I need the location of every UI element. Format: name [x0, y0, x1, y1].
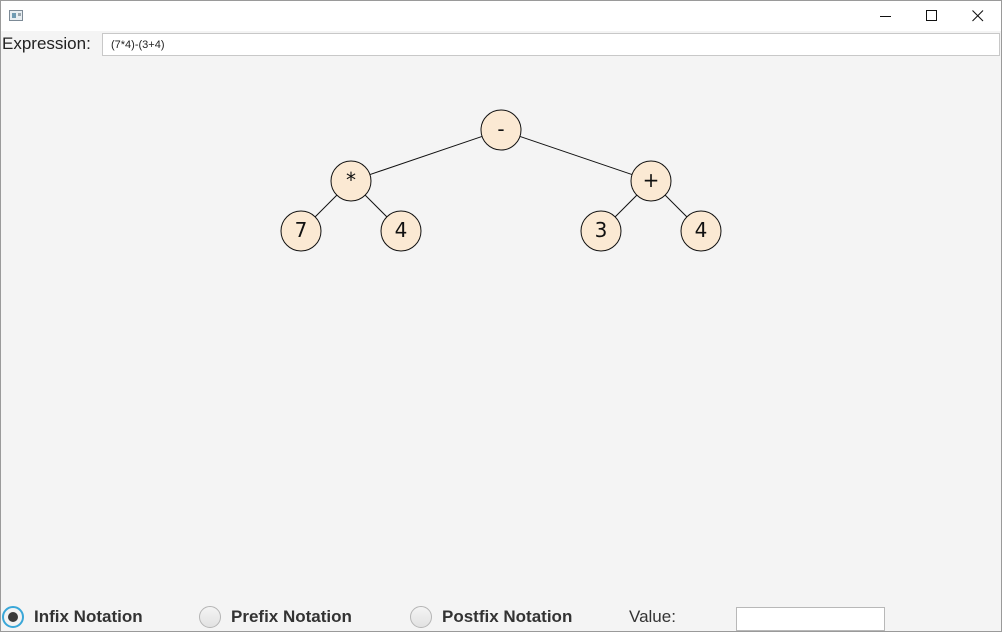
tree-node-label: - [497, 117, 504, 141]
tree-edge [369, 135, 483, 176]
value-label: Value: [629, 607, 676, 626]
tree-node-circle [580, 210, 622, 252]
tree-node: - [480, 109, 522, 151]
tree-edge [519, 135, 633, 176]
expression-label: Expression: [2, 34, 91, 53]
close-button[interactable] [955, 1, 1001, 31]
tree-node-label: 4 [395, 218, 408, 242]
radio-button-circle [199, 606, 221, 628]
tree-node: 4 [680, 210, 722, 252]
radio-button-circle [410, 606, 432, 628]
title-bar [1, 1, 1001, 31]
value-field[interactable] [736, 607, 885, 631]
tree-node-circle [680, 210, 722, 252]
notation-bar: Infix Notation Prefix Notation Postfix N… [1, 601, 1001, 631]
radio-button-circle [2, 606, 24, 628]
tree-node-circle [330, 160, 372, 202]
app-icon [9, 10, 23, 21]
tree-node: 4 [380, 210, 422, 252]
tree-node-label: 3 [595, 218, 608, 242]
tree-edge [364, 194, 388, 218]
expression-input[interactable] [102, 33, 1000, 56]
minimize-icon [880, 16, 891, 17]
tree-node-label: + [643, 168, 660, 192]
tree-node-circle [380, 210, 422, 252]
close-icon [972, 10, 984, 22]
tree-node-label: 7 [295, 218, 308, 242]
tree-node: 3 [580, 210, 622, 252]
tree-edge [664, 194, 688, 218]
tree-node: * [330, 160, 372, 202]
tree-node-label: 4 [695, 218, 708, 242]
tree-node-circle [280, 210, 322, 252]
prefix-notation-radio[interactable]: Prefix Notation [199, 606, 352, 628]
expression-row: Expression: [1, 31, 1001, 57]
expression-tree: - * +7 4 3 4 [280, 109, 722, 252]
tree-node-circle [630, 160, 672, 202]
radio-label: Infix Notation [34, 607, 143, 626]
minimize-button[interactable] [863, 1, 909, 31]
tree-node-label: * [346, 168, 356, 192]
radio-label: Prefix Notation [231, 607, 352, 626]
tree-edge [314, 194, 338, 218]
tree-node: 7 [280, 210, 322, 252]
tree-node-circle [480, 109, 522, 151]
infix-notation-radio[interactable]: Infix Notation [2, 606, 143, 628]
postfix-notation-radio[interactable]: Postfix Notation [410, 606, 572, 628]
radio-label: Postfix Notation [442, 607, 573, 626]
maximize-button[interactable] [909, 1, 955, 31]
tree-edge [614, 194, 638, 218]
maximize-icon [926, 10, 937, 21]
tree-node: + [630, 160, 672, 202]
